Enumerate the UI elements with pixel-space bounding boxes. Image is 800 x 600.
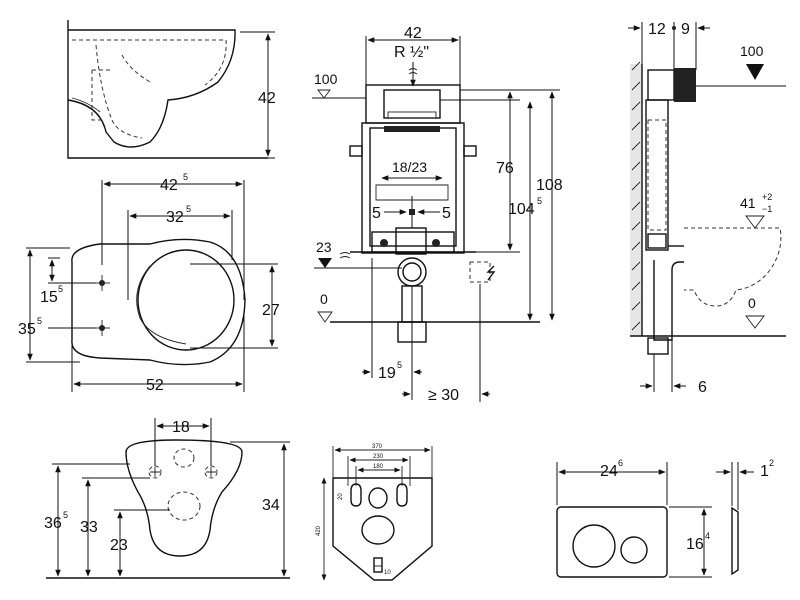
plate-370-label: 370 [372, 444, 383, 450]
drain-19-sup: 5 [397, 360, 402, 370]
frame-side-section: 12 9 100 41 +2 −1 0 6 [628, 21, 786, 396]
height-108-label: 108 [536, 177, 563, 194]
front-36-label: 36 [44, 515, 62, 532]
flush-depth-sup: 2 [769, 458, 774, 468]
wall-6-label: 6 [698, 379, 707, 396]
bowl-side-view: 42 [67, 20, 276, 159]
flush-plate: 24 6 16 4 1 2 [556, 458, 774, 578]
top-depth-label: 35 [18, 321, 36, 338]
flush-width-label: 24 [600, 463, 618, 480]
flush-height-label: 16 [686, 536, 704, 553]
bowl-top-view: 42 5 32 5 15 5 35 5 27 52 [18, 172, 280, 394]
front-33-label: 33 [80, 519, 98, 536]
flush-height-sup: 4 [705, 531, 710, 541]
height-104-sup: 5 [537, 196, 542, 206]
level-23-label: 23 [316, 239, 332, 255]
flush-button-large [572, 524, 616, 568]
front-36-sup: 5 [63, 510, 68, 520]
flush-width-sup: 6 [618, 458, 623, 468]
frame-width-label: 42 [404, 25, 422, 42]
top-hole-spacing-label: 15 [40, 289, 58, 306]
level-41-label: 41 [740, 195, 756, 211]
height-76-label: 76 [496, 160, 514, 177]
top-inner-width-label: 32 [166, 209, 184, 226]
top-inner-width-sup: 5 [186, 204, 191, 214]
top-hole-spacing-sup: 5 [58, 284, 63, 294]
bowl-front-view: 18 36 5 33 23 34 [44, 418, 290, 579]
offset-5-left-label: 5 [372, 205, 381, 222]
level-0-right-label: 0 [748, 295, 756, 311]
drain-19-label: 19 [378, 365, 396, 382]
top-width-sup: 5 [183, 172, 188, 182]
plate-180-label: 180 [373, 464, 384, 470]
insulation-plate: 370 230 180 20 420 10 [316, 444, 433, 581]
front-23-label: 23 [110, 537, 128, 554]
level-0-left-label: 0 [320, 291, 328, 307]
offset-5-right-label: 5 [442, 205, 451, 222]
level-41-tol-plus: +2 [762, 192, 772, 202]
level-41-tol-minus: −1 [762, 204, 772, 214]
flush-button-small [620, 536, 648, 564]
level-100-right-label: 100 [740, 43, 764, 59]
flush-depth-label: 1 [760, 463, 769, 480]
frame-front-view: 42 R ½" 100 18/23 5 5 23 0 76 104 5 [312, 25, 563, 404]
level-100-left-label: 100 [314, 71, 338, 87]
top-inner-depth-label: 27 [262, 302, 280, 319]
plate-20-label: 20 [338, 493, 344, 500]
supply-label: R ½" [394, 44, 429, 61]
plate-10-label: 10 [384, 570, 391, 576]
top-width-label: 42 [160, 177, 178, 194]
top-depth-sup: 5 [37, 316, 42, 326]
top-length-label: 52 [146, 377, 164, 394]
frame-bracket-label: 18/23 [392, 159, 427, 175]
front-34-label: 34 [262, 497, 280, 514]
plate-230-label: 230 [373, 454, 384, 460]
plate-420-label: 420 [316, 525, 322, 536]
front-18-label: 18 [172, 419, 190, 436]
side-12-label: 12 [648, 21, 666, 38]
min-30-label: ≥ 30 [428, 387, 459, 404]
height-104-label: 104 [508, 201, 535, 218]
side-9-label: 9 [681, 21, 690, 38]
side-bowl-height-label: 42 [258, 90, 276, 107]
